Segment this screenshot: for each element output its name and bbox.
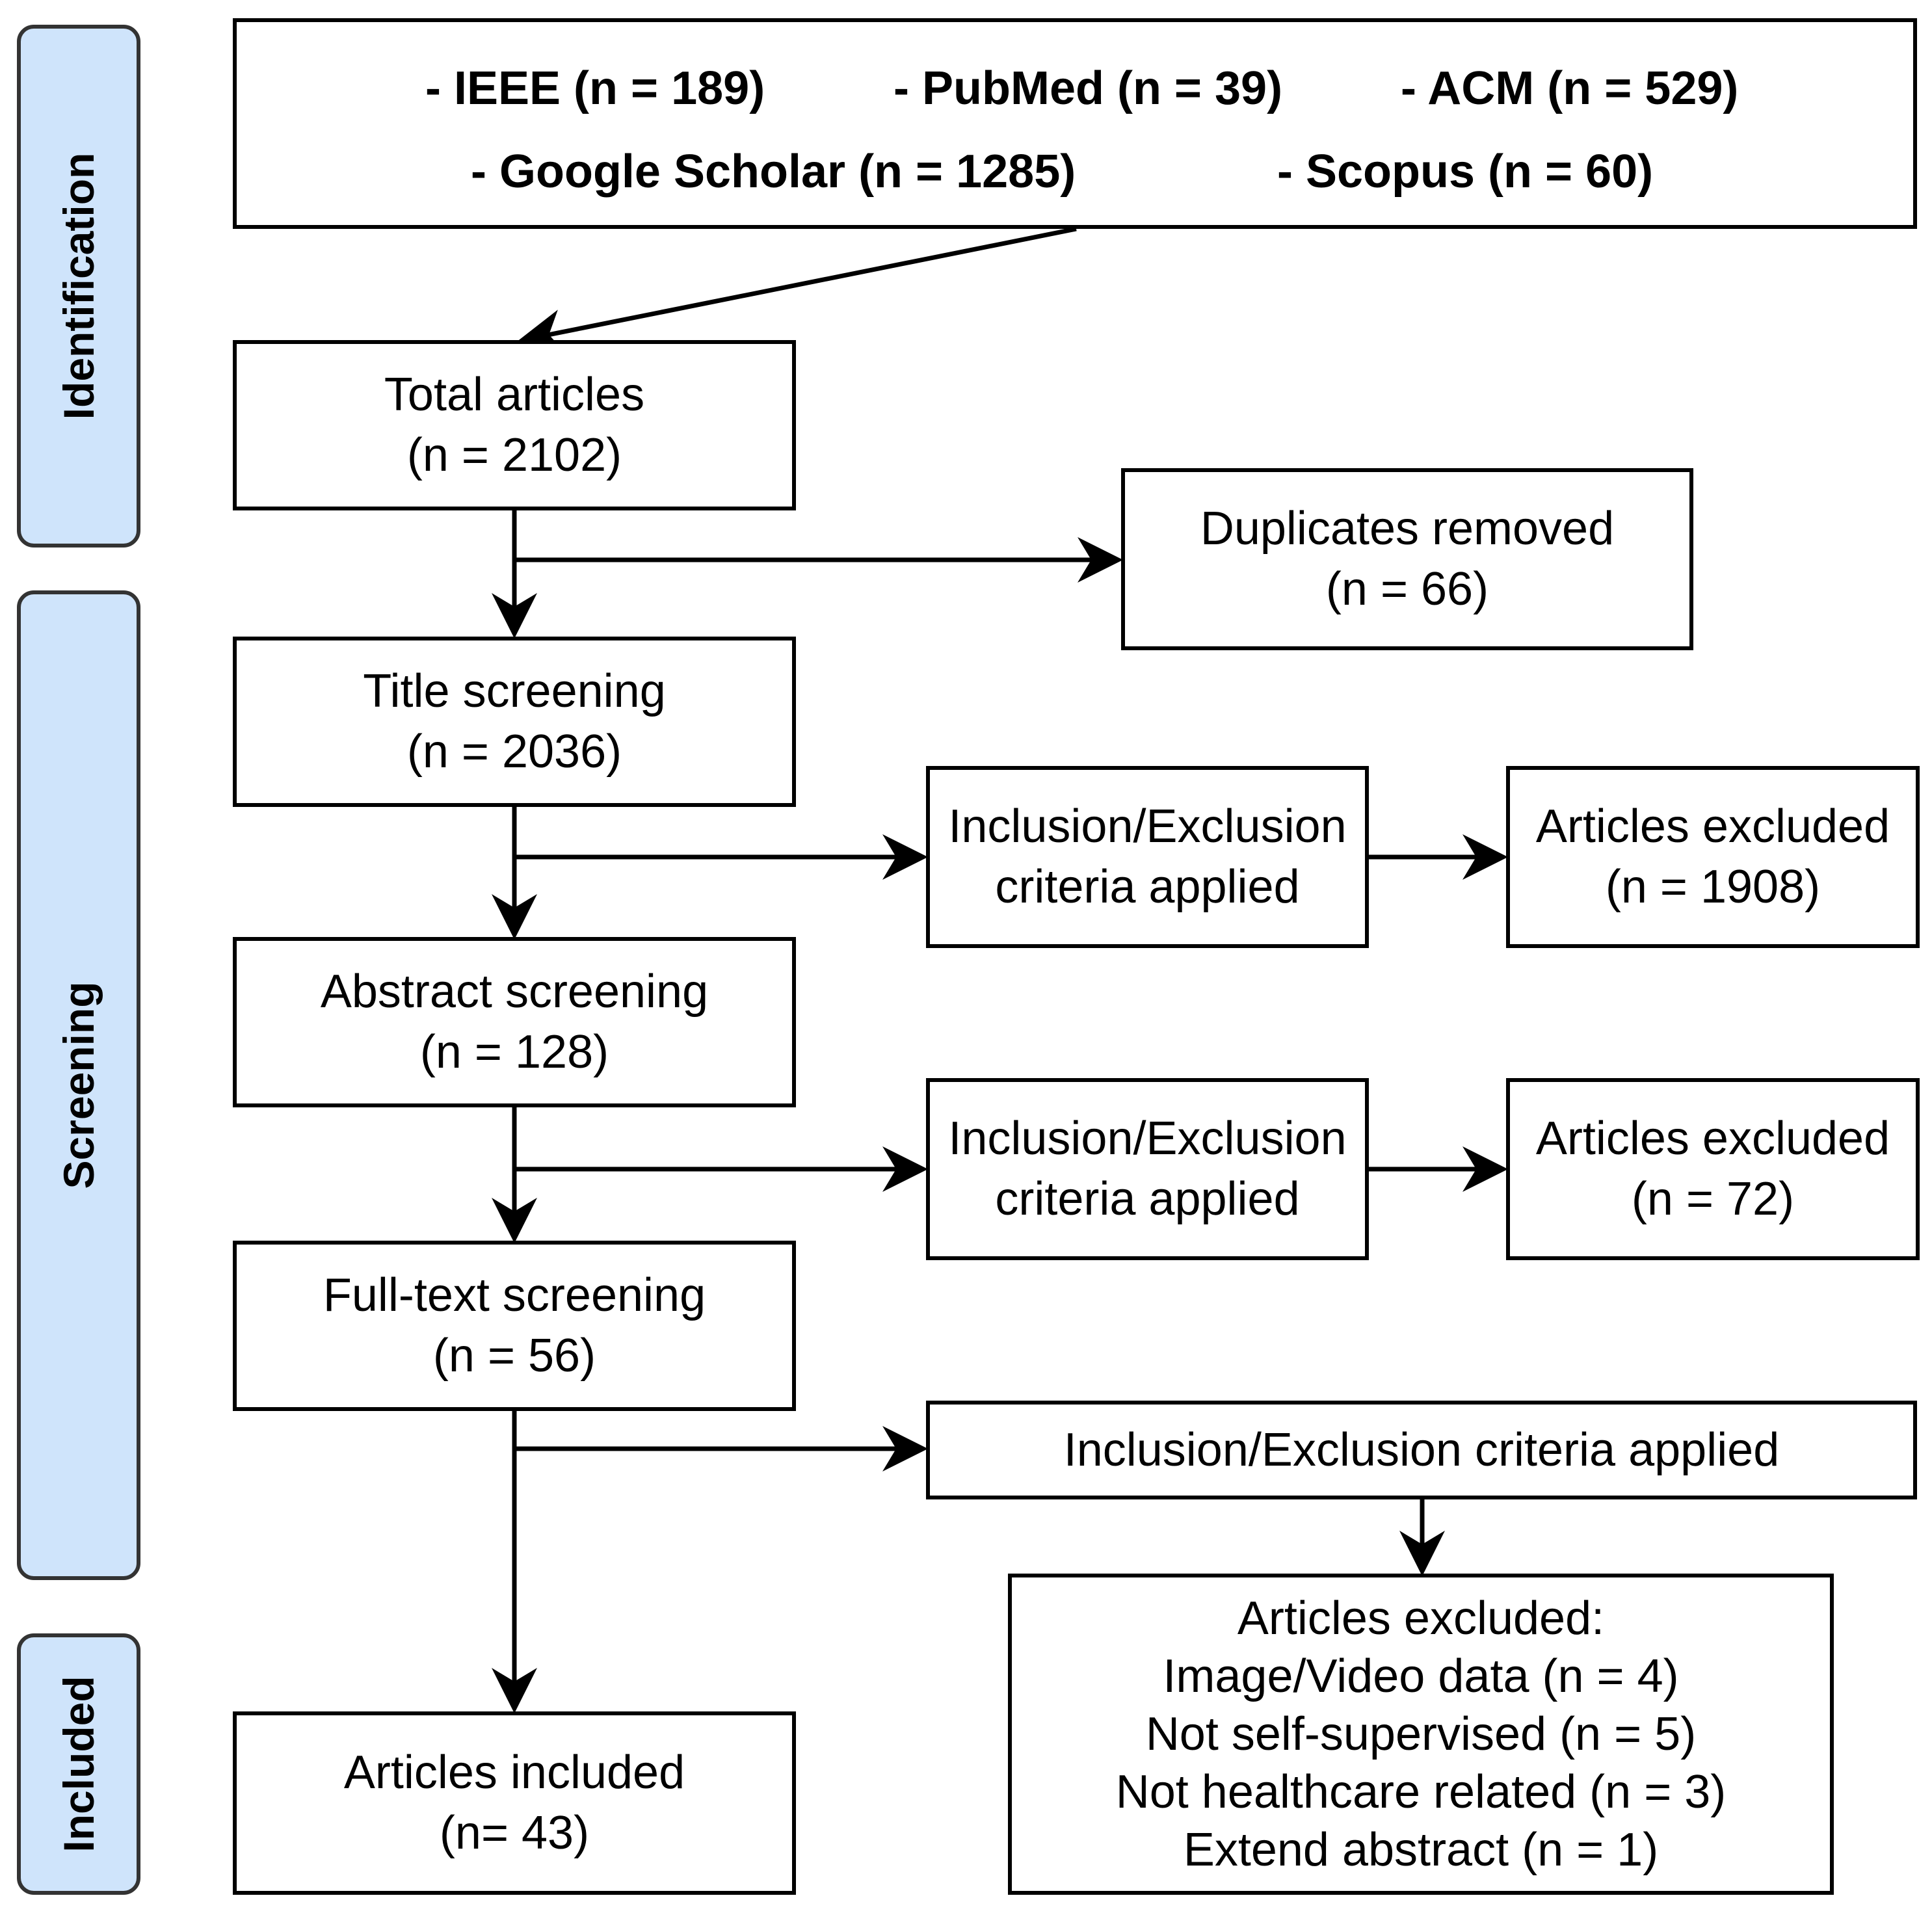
source-pubmed: - PubMed (n = 39) <box>893 62 1283 114</box>
fulltext-screening-label: Full-text screening <box>323 1269 706 1321</box>
duplicates-removed-count: (n = 66) <box>1325 563 1489 615</box>
articles-included-box: Articles included (n= 43) <box>233 1711 796 1895</box>
source-acm: - ACM (n = 529) <box>1401 62 1739 114</box>
total-articles-label: Total articles <box>384 369 645 421</box>
fulltext-screening-count: (n = 56) <box>432 1330 596 1382</box>
source-scopus: - Scopus (n = 60) <box>1277 146 1654 198</box>
excluded-3-reason-image-video: Image/Video data (n = 4) <box>1163 1650 1679 1702</box>
criteria-2-line2: criteria applied <box>995 1173 1300 1225</box>
articles-included-label: Articles included <box>343 1747 685 1799</box>
articles-excluded-box-1: Articles excluded (n = 1908) <box>1506 766 1920 948</box>
criteria-1-line1: Inclusion/Exclusion <box>948 800 1347 852</box>
fulltext-screening-box: Full-text screening (n = 56) <box>233 1241 796 1411</box>
excluded-3-heading: Articles excluded: <box>1237 1592 1605 1644</box>
criteria-2-line1: Inclusion/Exclusion <box>948 1113 1347 1165</box>
total-articles-box: Total articles (n = 2102) <box>233 340 796 510</box>
phase-included-label: Included <box>55 1676 103 1853</box>
excluded-3-reason-extend-abstract: Extend abstract (n = 1) <box>1183 1823 1659 1876</box>
criteria-box-3: Inclusion/Exclusion criteria applied <box>926 1401 1917 1499</box>
title-screening-label: Title screening <box>363 665 666 717</box>
abstract-screening-label: Abstract screening <box>320 966 709 1018</box>
phase-included: Included <box>17 1633 140 1895</box>
arrow-sources-to-total <box>518 226 1077 354</box>
articles-excluded-box-3: Articles excluded: Image/Video data (n =… <box>1008 1574 1834 1895</box>
abstract-screening-count: (n = 128) <box>419 1026 609 1078</box>
phase-identification-label: Identification <box>55 152 103 420</box>
abstract-screening-box: Abstract screening (n = 128) <box>233 937 796 1107</box>
criteria-box-2: Inclusion/Exclusion criteria applied <box>926 1078 1369 1260</box>
excluded-2-count: (n = 72) <box>1631 1173 1795 1225</box>
excluded-1-label: Articles excluded <box>1535 800 1890 852</box>
articles-included-count: (n= 43) <box>439 1807 590 1859</box>
phase-screening-label: Screening <box>55 981 103 1189</box>
title-screening-box: Title screening (n = 2036) <box>233 637 796 807</box>
excluded-3-reason-not-healthcare: Not healthcare related (n = 3) <box>1115 1765 1727 1818</box>
total-articles-count: (n = 2102) <box>406 429 622 481</box>
criteria-box-1: Inclusion/Exclusion criteria applied <box>926 766 1369 948</box>
source-ieee: - IEEE (n = 189) <box>425 62 765 114</box>
articles-excluded-box-2: Articles excluded (n = 72) <box>1506 1078 1920 1260</box>
phase-identification: Identification <box>17 25 140 548</box>
criteria-1-line2: criteria applied <box>995 861 1300 913</box>
duplicates-removed-box: Duplicates removed (n = 66) <box>1121 468 1693 650</box>
criteria-3-line1: Inclusion/Exclusion criteria applied <box>1063 1423 1780 1476</box>
sources-box: - IEEE (n = 189) - PubMed (n = 39) - ACM… <box>233 18 1917 229</box>
excluded-3-reason-not-self-supervised: Not self-supervised (n = 5) <box>1145 1708 1697 1760</box>
title-screening-count: (n = 2036) <box>406 726 622 778</box>
duplicates-removed-label: Duplicates removed <box>1200 503 1615 555</box>
excluded-2-label: Articles excluded <box>1535 1113 1890 1165</box>
phase-screening: Screening <box>17 590 140 1580</box>
excluded-1-count: (n = 1908) <box>1605 861 1821 913</box>
source-google-scholar: - Google Scholar (n = 1285) <box>471 146 1076 198</box>
